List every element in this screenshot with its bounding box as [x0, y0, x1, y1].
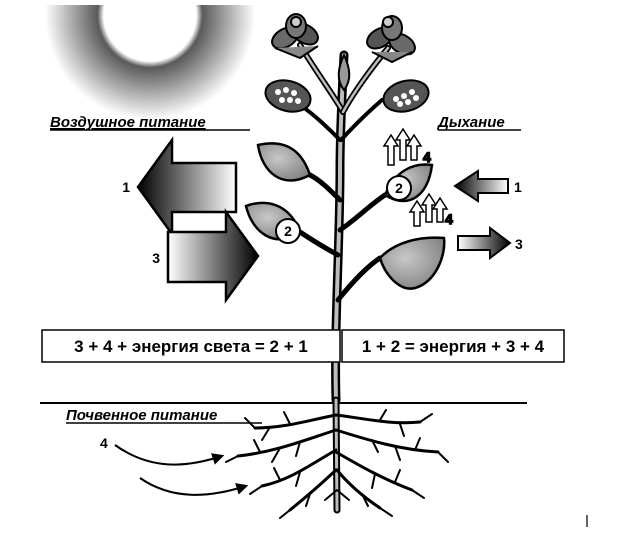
svg-text:4: 4	[100, 435, 108, 451]
soil-nutrition-heading: Почвенное питание	[66, 407, 217, 424]
flower-right	[366, 15, 416, 64]
leaf-lower-right	[378, 236, 446, 290]
svg-text:3: 3	[515, 236, 523, 252]
svg-text:4: 4	[423, 149, 431, 165]
water-up-arrows-top: 4	[382, 127, 432, 166]
svg-text:1 + 2 = энергия + 3 + 4: 1 + 2 = энергия + 3 + 4	[362, 337, 545, 356]
air-arrow-in: 3	[152, 208, 260, 304]
seed-pod-left	[264, 79, 312, 113]
svg-text:2: 2	[284, 223, 292, 239]
svg-text:4: 4	[445, 211, 453, 227]
flower-left	[271, 13, 319, 60]
water-up-arrows-mid: 4	[408, 192, 454, 228]
air-nutrition-heading: Воздушное питание	[50, 114, 206, 131]
sun	[40, 0, 265, 118]
respiration-heading: Дыхание	[436, 114, 505, 131]
svg-text:3 + 4 + энергия света = 2 + 1: 3 + 4 + энергия света = 2 + 1	[74, 337, 308, 356]
leaf-product-left: 2	[275, 218, 301, 244]
svg-text:1: 1	[122, 179, 130, 195]
equation-respiration: 1 + 2 = энергия + 3 + 4	[341, 329, 565, 363]
svg-text:2: 2	[395, 180, 403, 196]
bud-top	[337, 52, 351, 92]
resp-arrow-in: 1	[453, 169, 522, 203]
svg-text:3: 3	[152, 250, 160, 266]
leaf-product-right: 2	[386, 175, 412, 201]
soil-water-arrows: 4	[100, 435, 249, 496]
equation-photosynthesis: 3 + 4 + энергия света = 2 + 1	[41, 329, 341, 363]
leaf-upper-left	[256, 142, 312, 182]
resp-arrow-out: 3	[457, 226, 523, 260]
seed-pod-right	[382, 79, 430, 113]
roots	[225, 396, 449, 519]
svg-text:1: 1	[514, 179, 522, 195]
air-arrow-out: 1	[122, 136, 238, 238]
